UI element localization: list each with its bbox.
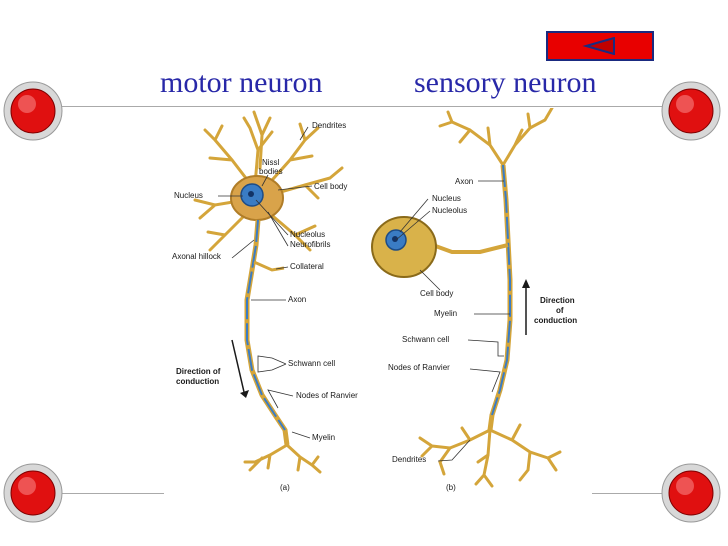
label-nissl-bodies-2: bodies (259, 167, 283, 176)
sensory-neuron-diagram: Axon Nucleus Nucleolus Cell body Directi… (371, 106, 577, 492)
label-neurofibrils: Neurofibrils (290, 240, 330, 249)
sensory-bottom-dendrites (418, 423, 562, 488)
motor-neuron-title: motor neuron (160, 66, 323, 99)
motor-axon (244, 219, 290, 446)
label-nucleolus-sensory: Nucleolus (432, 206, 467, 215)
label-myelin-motor: Myelin (312, 433, 335, 442)
label-cell-body-sensory: Cell body (420, 289, 453, 298)
label-nodes-of-ranvier-motor: Nodes of Ranvier (296, 391, 358, 400)
motor-myelin (246, 219, 286, 431)
label-nucleolus-motor: Nucleolus (290, 230, 325, 239)
sensory-myelin (491, 164, 511, 416)
corner-ornament-top-right (661, 81, 721, 141)
corner-ornament-bottom-right (661, 463, 721, 523)
label-myelin-sensory: Myelin (434, 309, 457, 318)
label-direction-sensory-3: conduction (534, 316, 577, 325)
label-direction-motor-2: conduction (176, 377, 219, 386)
label-dendrites-motor: Dendrites (312, 121, 346, 130)
label-nissl-bodies-1: Nissl (262, 158, 280, 167)
label-panel-a: (a) (280, 483, 290, 492)
motor-terminals (243, 443, 322, 474)
label-nucleus-motor: Nucleus (174, 191, 203, 200)
triangle-left-icon (582, 37, 615, 55)
label-panel-b: (b) (446, 483, 456, 492)
label-direction-sensory-2: of (556, 306, 564, 315)
label-schwann-cell-motor: Schwann cell (288, 359, 335, 368)
label-cell-body-motor: Cell body (314, 182, 347, 191)
label-collateral: Collateral (290, 262, 324, 271)
corner-ornament-top-left (3, 81, 63, 141)
corner-ornament-bottom-left (3, 463, 63, 523)
sensory-top-dendrites (438, 106, 554, 167)
label-nucleus-sensory: Nucleus (432, 194, 461, 203)
back-button[interactable] (546, 31, 654, 61)
label-axonal-hillock: Axonal hillock (172, 252, 222, 261)
label-dendrites-sensory: Dendrites (392, 455, 426, 464)
label-nodes-of-ranvier-sensory: Nodes of Ranvier (388, 363, 450, 372)
label-direction-motor-1: Direction of (176, 367, 221, 376)
motor-dendrites (193, 110, 344, 252)
label-axon-sensory: Axon (455, 177, 473, 186)
label-schwann-cell-sensory: Schwann cell (402, 335, 449, 344)
sensory-neuron-title: sensory neuron (414, 66, 597, 99)
label-axon-motor: Axon (288, 295, 306, 304)
neuron-figure: Dendrites Nissl bodies Cell body Nucleus… (164, 106, 592, 498)
label-direction-sensory-1: Direction (540, 296, 575, 305)
motor-neuron-diagram: Dendrites Nissl bodies Cell body Nucleus… (172, 110, 358, 492)
